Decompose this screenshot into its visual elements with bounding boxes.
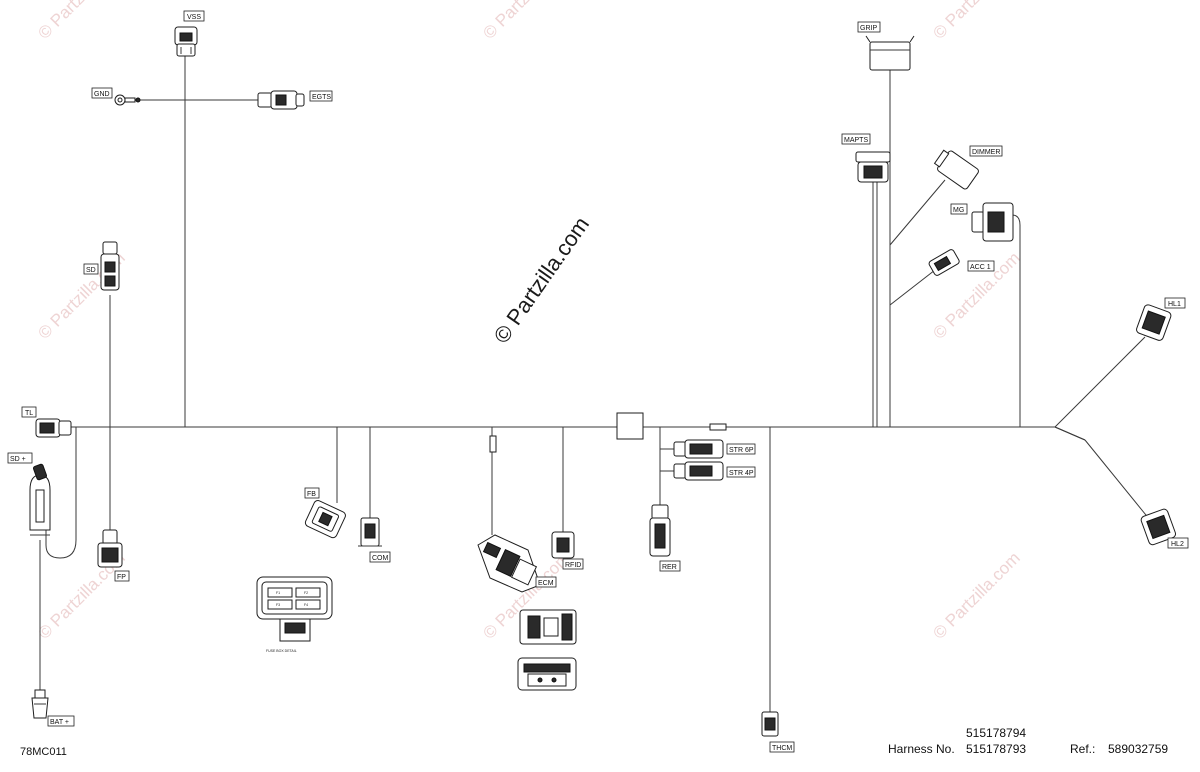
watermark-tile: © Partzilla.com — [34, 0, 128, 43]
egts-label-text: EGTS — [312, 94, 331, 101]
ecm-connector-middle[interactable] — [519, 609, 577, 645]
grip-label-text: GRIP — [860, 25, 877, 32]
hl1-label: HL1 — [1164, 297, 1186, 309]
mapts-connector[interactable] — [855, 151, 891, 183]
rer-label-text: RER — [662, 564, 677, 571]
grip-connector[interactable] — [865, 35, 915, 71]
fb-connector[interactable] — [304, 499, 347, 539]
str4p-label-text: STR 4P — [729, 470, 754, 477]
ref-value: 589032759 — [1108, 742, 1169, 756]
str4p-label: STR 4P — [726, 466, 756, 478]
com-label-text: COM — [372, 555, 389, 562]
hl1-label-text: HL1 — [1168, 301, 1181, 308]
fp-label: FP — [114, 570, 130, 582]
rer-connector[interactable] — [649, 504, 671, 557]
part-number-top: 515178794 — [966, 726, 1027, 740]
fuse-f1-text: F1 — [276, 591, 280, 595]
dimmer-label: DIMMER — [969, 145, 1003, 157]
ecm-label: ECM — [535, 576, 557, 588]
ecm-connector-upper[interactable] — [477, 534, 541, 593]
thcm-label: THCM — [769, 741, 795, 753]
com-connector[interactable] — [358, 517, 382, 547]
fb-label-text: FB — [307, 491, 316, 498]
mapts-label: MAPTS — [841, 133, 871, 145]
hl2-label-text: HL2 — [1171, 541, 1184, 548]
rfid-label-text: RFID — [565, 562, 581, 569]
sd-plus-terminal[interactable] — [29, 463, 51, 536]
str4p-connector[interactable] — [673, 461, 724, 481]
mg-label: MG — [950, 203, 968, 215]
ecm-connector-lower[interactable] — [517, 657, 577, 691]
fuse-f4-text: F4 — [304, 603, 308, 607]
egts-label: EGTS — [309, 90, 333, 102]
str6p-label-text: STR 6P — [729, 447, 754, 454]
str6p-connector[interactable] — [673, 439, 724, 459]
ref-label: Ref.: — [1070, 742, 1096, 756]
rfid-connector[interactable] — [551, 531, 575, 559]
dimmer-wire — [889, 179, 946, 246]
sd-connector[interactable] — [100, 241, 120, 291]
wires — [39, 55, 1151, 712]
watermark-tile: © Partzilla.com — [479, 0, 573, 43]
mg-label-text: MG — [953, 207, 964, 214]
rer-label: RER — [659, 560, 681, 572]
harness-label: Harness No. — [888, 742, 955, 756]
grip-label: GRIP — [857, 21, 881, 33]
acc1-label-text: ACC 1 — [970, 264, 991, 271]
watermark-main: © Partzilla.com — [489, 212, 595, 348]
dimmer-label-text: DIMMER — [972, 149, 1000, 156]
sd-plus-label-text: SD + — [10, 456, 26, 463]
hl2-connector[interactable] — [1140, 508, 1177, 546]
hl1-connector[interactable] — [1135, 304, 1172, 342]
dimmer-connector[interactable] — [932, 147, 979, 190]
gnd-terminal[interactable] — [114, 94, 141, 106]
com-label: COM — [369, 551, 391, 563]
part-number-bottom: 515178793 — [966, 742, 1027, 756]
fp-connector[interactable] — [97, 529, 123, 568]
acc1-label: ACC 1 — [967, 260, 995, 272]
sd-label: SD — [83, 263, 99, 275]
egts-connector[interactable] — [257, 90, 305, 110]
fp-label-text: FP — [117, 574, 126, 581]
fuse-box-detail: F1 F2 F3 F4 FUSE BOX DETAIL — [256, 576, 333, 653]
diagram-code: 78MC011 — [20, 746, 67, 758]
hl2-branch-wire — [1054, 426, 1086, 441]
bat-plus-label-text: BAT + — [50, 719, 69, 726]
fuse-f2-text: F2 — [304, 591, 308, 595]
watermark-tiles: © Partzilla.com © Partzilla.com © Partzi… — [34, 0, 1023, 643]
fb-label: FB — [304, 487, 320, 499]
tl-label-text: TL — [25, 410, 33, 417]
sd-label-text: SD — [86, 267, 96, 274]
thcm-connector[interactable] — [761, 711, 779, 737]
gnd-label: GND — [91, 87, 113, 99]
hl2-label: HL2 — [1167, 537, 1189, 549]
vss-label: VSS — [183, 10, 205, 22]
str6p-label: STR 6P — [726, 443, 756, 455]
vss-connector[interactable] — [174, 26, 198, 57]
gnd-label-text: GND — [94, 91, 110, 98]
hl1-branch-wire — [1054, 336, 1146, 428]
acc1-wire — [889, 269, 936, 306]
fuse-f3-text: F3 — [276, 603, 280, 607]
bat-plus-label: BAT + — [47, 715, 75, 727]
hl2-branch-wire — [1084, 439, 1151, 521]
vss-label-text: VSS — [187, 14, 201, 21]
tl-connector[interactable] — [35, 418, 72, 438]
trunk-markers — [489, 412, 727, 453]
watermark-tile: © Partzilla.com — [929, 0, 1023, 43]
acc1-connector[interactable] — [928, 249, 960, 277]
ecm-label-text: ECM — [538, 580, 554, 587]
mg-wire — [1011, 214, 1021, 427]
mg-connector[interactable] — [971, 202, 1014, 242]
sd-plus-label: SD + — [7, 452, 33, 464]
mapts-label-text: MAPTS — [844, 137, 868, 144]
rfid-label: RFID — [562, 558, 584, 570]
thcm-label-text: THCM — [772, 745, 792, 752]
fuse-detail-caption: FUSE BOX DETAIL — [266, 649, 297, 653]
watermark-tile: © Partzilla.com — [929, 548, 1023, 642]
tl-label: TL — [21, 406, 37, 418]
sd-plus-wire — [45, 427, 77, 559]
bat-plus-terminal[interactable] — [31, 689, 49, 719]
